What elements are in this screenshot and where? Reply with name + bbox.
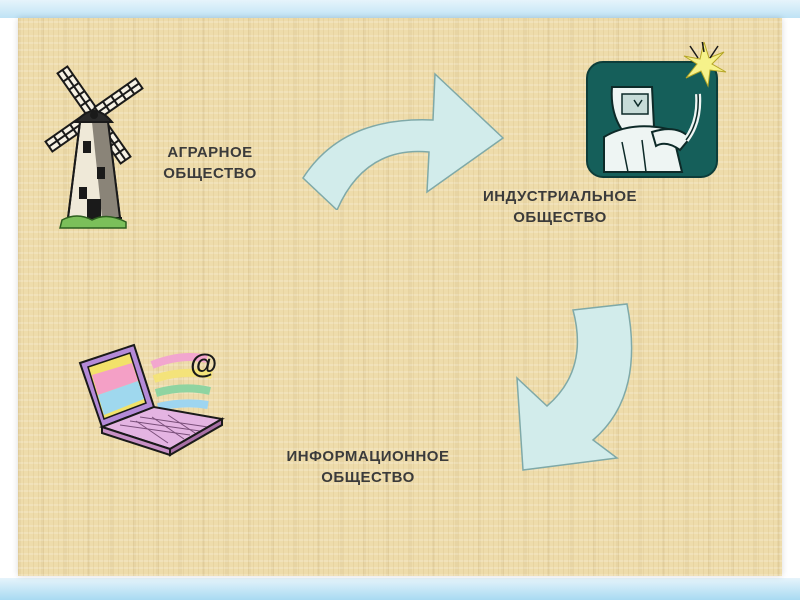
bottom-frame-band bbox=[0, 578, 800, 600]
industrial-label-line2: ОБЩЕСТВО bbox=[455, 207, 665, 228]
svg-text:@: @ bbox=[190, 348, 217, 379]
agrarian-society-label: АГРАРНОЕ ОБЩЕСТВО bbox=[145, 142, 275, 184]
information-society-label: ИНФОРМАЦИОННОЕ ОБЩЕСТВО bbox=[258, 446, 478, 488]
agrarian-label-line2: ОБЩЕСТВО bbox=[145, 163, 275, 184]
industrial-label-line1: ИНДУСТРИАЛЬНОЕ bbox=[455, 186, 665, 207]
windmill-icon bbox=[22, 60, 152, 235]
information-label-line2: ОБЩЕСТВО bbox=[258, 467, 478, 488]
welder-icon bbox=[582, 42, 732, 182]
information-label-line1: ИНФОРМАЦИОННОЕ bbox=[258, 446, 478, 467]
agrarian-label-line1: АГРАРНОЕ bbox=[145, 142, 275, 163]
laptop-email-icon: @ bbox=[72, 335, 247, 460]
top-frame-band bbox=[0, 0, 800, 18]
arrow-industrial-to-information bbox=[505, 300, 655, 490]
industrial-society-label: ИНДУСТРИАЛЬНОЕ ОБЩЕСТВО bbox=[455, 186, 665, 228]
